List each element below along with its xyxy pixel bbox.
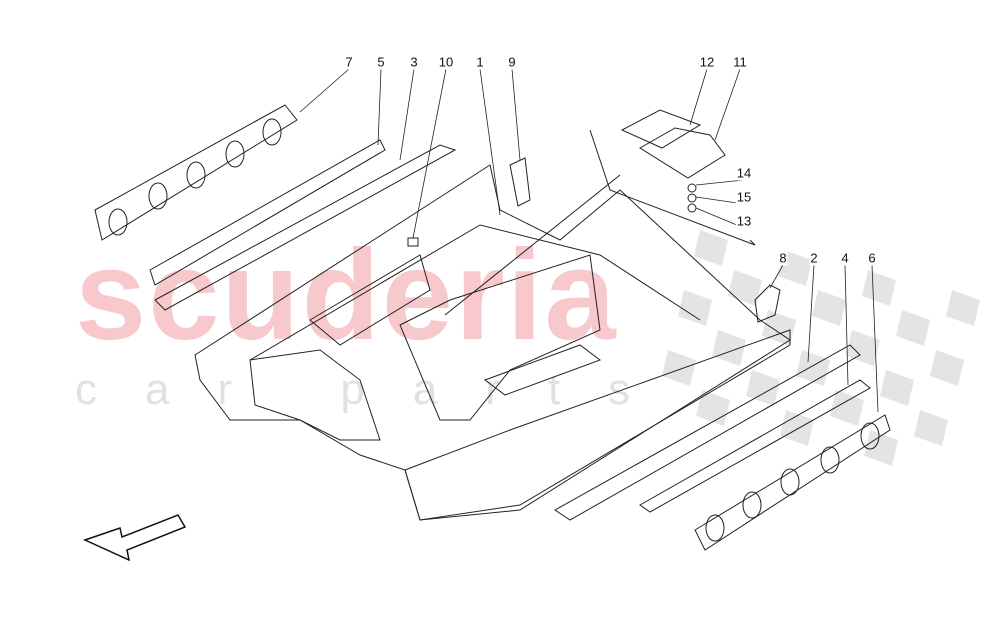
sill-inner: [404, 329, 791, 521]
callout-leader: [714, 68, 741, 141]
panel-hole: [780, 468, 800, 496]
reinforcement-panel-7: [94, 104, 298, 241]
callout-12[interactable]: 12: [698, 54, 716, 70]
callout-leader: [844, 264, 849, 386]
panel-hole: [225, 140, 245, 168]
wheel-arch: [249, 349, 381, 441]
panel-hole: [820, 446, 840, 474]
callout-15[interactable]: 15: [735, 189, 753, 205]
reinforcement-panel-6: [694, 414, 891, 551]
checker-watermark: [780, 410, 814, 446]
sill-rail-4: [639, 379, 871, 513]
floor-pan-edge: [249, 224, 701, 361]
callout-leader: [807, 264, 815, 363]
washer-nut: [687, 203, 697, 213]
checker-watermark: [862, 270, 896, 306]
callout-leader: [299, 68, 350, 113]
callout-3[interactable]: 3: [409, 54, 419, 70]
checker-watermark: [694, 230, 728, 266]
checker-watermark: [864, 430, 898, 466]
bracket-9: [509, 157, 531, 207]
washer-nut: [687, 193, 697, 203]
reference-line: [589, 129, 756, 246]
checker-watermark: [914, 410, 948, 446]
callout-6[interactable]: 6: [867, 250, 877, 266]
panel-hole: [148, 182, 168, 210]
checker-watermark: [830, 390, 864, 426]
callout-leader: [769, 264, 784, 289]
callout-5[interactable]: 5: [376, 54, 386, 70]
plate-12: [620, 109, 702, 149]
callout-4[interactable]: 4: [840, 250, 850, 266]
checker-watermark: [712, 330, 746, 366]
floor-pan: [194, 164, 791, 521]
callout-8[interactable]: 8: [778, 250, 788, 266]
callout-10[interactable]: 10: [437, 54, 455, 70]
callout-leader: [377, 68, 382, 146]
reference-leader: [444, 174, 621, 316]
checker-watermark: [896, 310, 930, 346]
panel-hole: [108, 208, 128, 236]
panel-hole: [705, 514, 725, 542]
sill-panel-3: [154, 144, 457, 311]
callout-2[interactable]: 2: [809, 250, 819, 266]
watermark-scuderia: scuderia: [75, 224, 618, 367]
callout-9[interactable]: 9: [507, 54, 517, 70]
callout-leader: [871, 264, 879, 413]
panel-hole: [186, 161, 206, 189]
arrow-icon: [82, 514, 187, 562]
clip-10: [407, 237, 419, 247]
callout-leader: [511, 68, 521, 161]
checker-watermark: [678, 290, 712, 326]
crossmember-front: [309, 254, 431, 346]
central-tunnel: [399, 254, 601, 421]
washer-nut: [687, 183, 697, 193]
callout-leader: [695, 179, 745, 186]
checker-watermark: [880, 370, 914, 406]
sill-panel-2: [554, 344, 861, 521]
checker-watermark: [946, 290, 980, 326]
callout-7[interactable]: 7: [344, 54, 354, 70]
panel-hole: [262, 118, 282, 146]
checker-watermark: [846, 330, 880, 366]
panel-hole: [742, 491, 762, 519]
checker-watermark: [812, 290, 846, 326]
checker-watermark: [746, 370, 780, 406]
checker-watermark: [728, 270, 762, 306]
callout-leader: [689, 68, 708, 126]
checker-watermark: [662, 350, 696, 386]
bracket-8: [754, 284, 781, 323]
callout-1[interactable]: 1: [475, 54, 485, 70]
sill-rail-5: [149, 139, 386, 286]
cover-11: [639, 127, 726, 179]
callout-leader: [399, 68, 415, 161]
panel-hole: [860, 422, 880, 450]
callout-leader: [479, 68, 501, 216]
callout-11[interactable]: 11: [732, 54, 748, 70]
callout-leader: [412, 68, 447, 239]
checker-watermark: [930, 350, 964, 386]
callout-13[interactable]: 13: [735, 213, 753, 229]
crossmember-rear: [483, 344, 602, 396]
callout-14[interactable]: 14: [735, 165, 753, 181]
